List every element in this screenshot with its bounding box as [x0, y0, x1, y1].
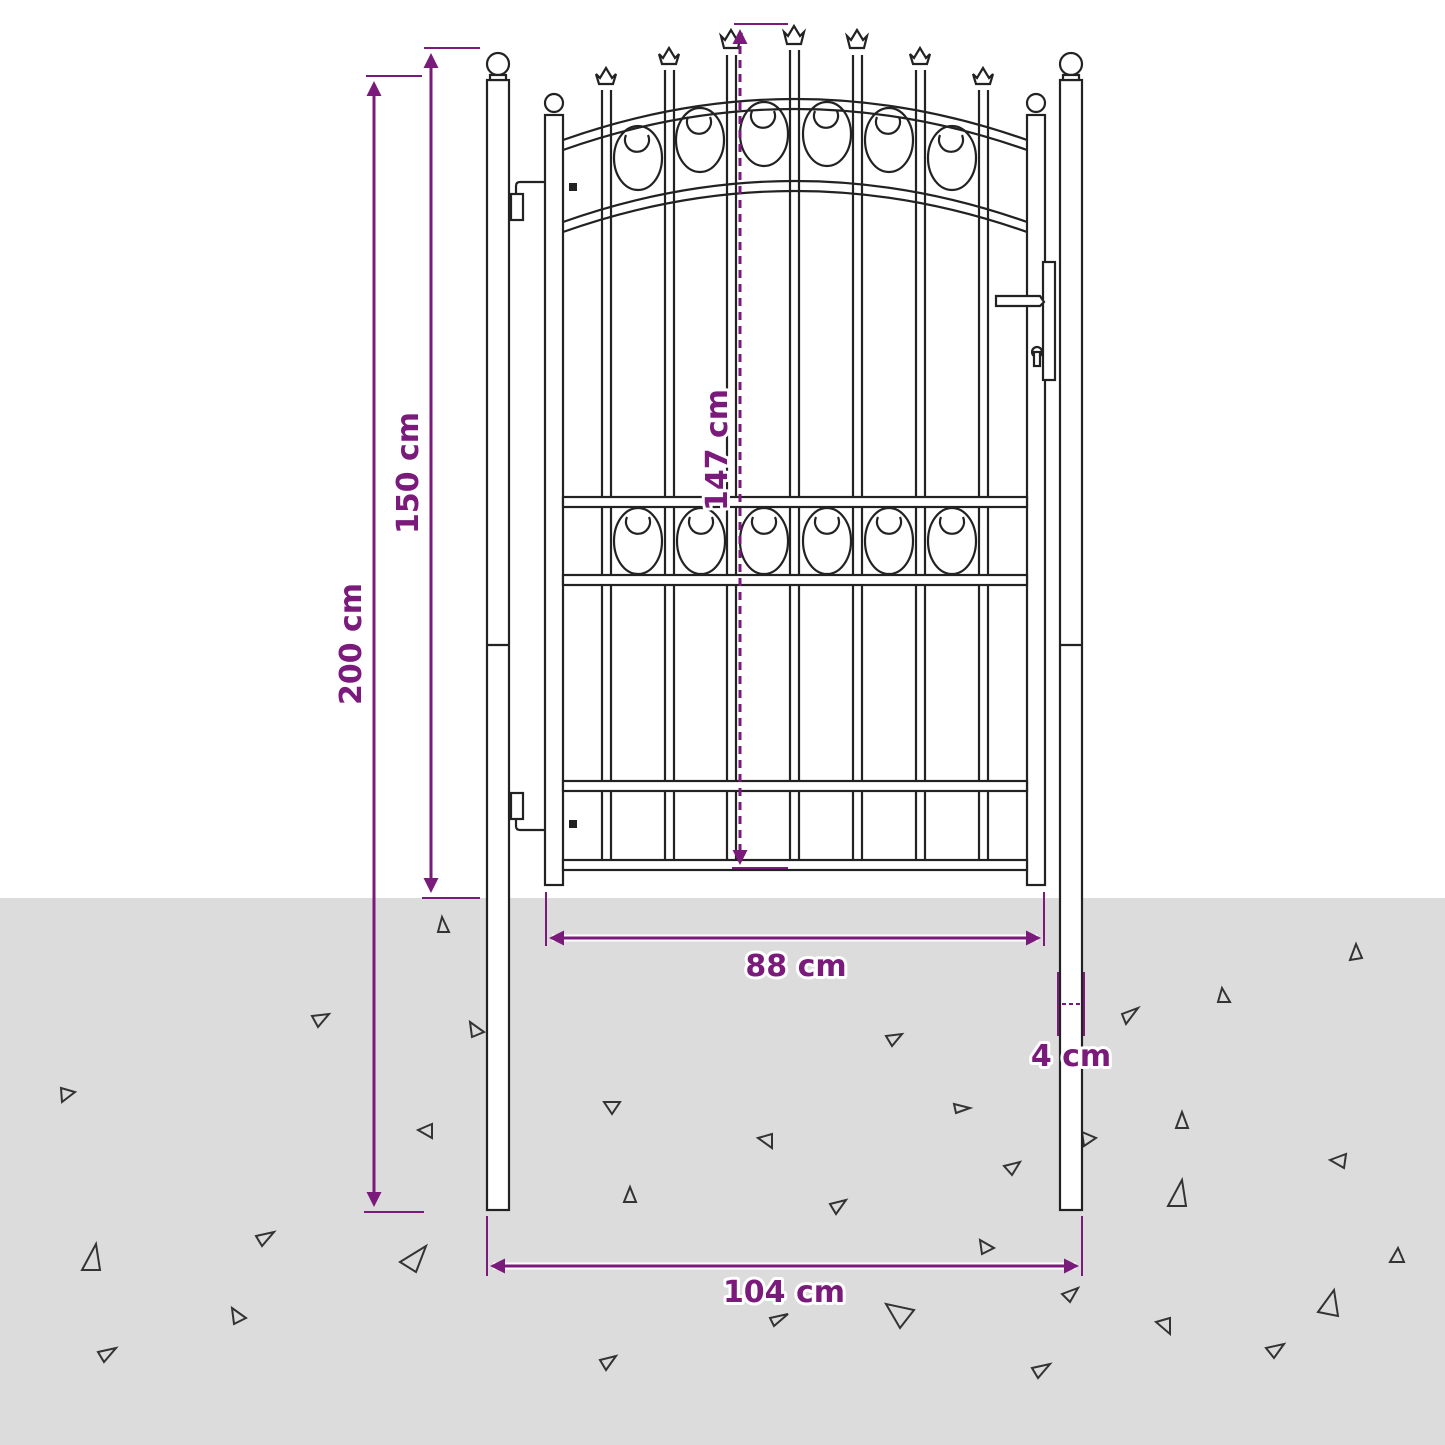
dimension-leaf-height: [732, 23, 788, 869]
label-leaf-height: 147 cm: [700, 389, 735, 511]
label-overall-width: 104 cm: [723, 1275, 845, 1310]
dimension-post-width: [1057, 972, 1085, 1036]
gate-leaf: [509, 23, 1057, 887]
handle-and-lock: [994, 260, 1057, 382]
spear-finials: [594, 23, 995, 86]
left-post: [485, 51, 511, 1212]
label-leaf-width: 88 cm: [745, 949, 846, 984]
top-arch-rails: [562, 97, 1028, 234]
bottom-rails: [561, 779, 1029, 872]
ground-pebbles: [59, 914, 1406, 1380]
right-post: [1058, 51, 1084, 1212]
middle-band: [561, 495, 1029, 587]
dimension-gate-height: [422, 47, 480, 899]
dimension-overall-height: [364, 75, 424, 1213]
ground-area: [0, 898, 1445, 1445]
dimension-leaf-width: [545, 892, 1045, 946]
label-post-width: 4 cm: [1031, 1039, 1111, 1074]
label-overall-height: 200 cm: [334, 583, 369, 705]
label-gate-height: 150 cm: [391, 412, 426, 534]
dimension-overall-width: [486, 1216, 1083, 1276]
hinges: [509, 180, 577, 832]
